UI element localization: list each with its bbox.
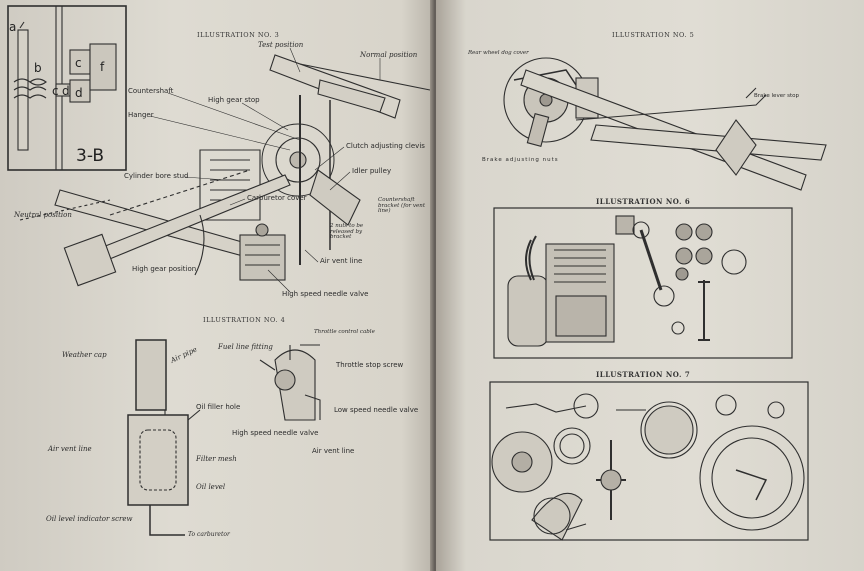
- label-filter-mesh: Filter mesh: [196, 455, 237, 463]
- label-carburetor-cover: Carburetor cover: [247, 194, 307, 202]
- label-brake-adjusting-nuts: Brake adjusting nuts: [482, 157, 559, 163]
- left-page: a b c c d d f 3-B ILLUSTRATION NO. 3 Tes…: [0, 0, 436, 571]
- label-brake-lever-stop: Brake lever stop: [754, 93, 799, 99]
- label-air-vent-line: Air vent line: [320, 257, 363, 265]
- inset-letter-d2: d: [75, 86, 83, 100]
- label-nuts-note: 2 nuts to be released by bracket: [330, 223, 364, 240]
- label-high-speed-needle-valve-4: High speed needle valve: [232, 429, 319, 437]
- label-throttle-stop-screw: Throttle stop screw: [336, 361, 404, 369]
- inset-3b-drawing: [7, 5, 127, 171]
- illustration-5-drawing: [503, 57, 827, 191]
- inset-letter-c2: c: [75, 56, 82, 70]
- illustration-5-title: ILLUSTRATION NO. 5: [612, 31, 695, 39]
- label-oil-level: Oil level: [196, 483, 226, 491]
- inset-id: 3-B: [76, 146, 105, 166]
- label-cylinder-bore-stud: Cylinder bore stud: [124, 172, 189, 180]
- label-high-speed-needle-valve-3: High speed needle valve: [282, 290, 369, 298]
- illustration-6-title: ILLUSTRATION NO. 6: [596, 197, 691, 206]
- inset-letter-f: f: [100, 60, 105, 74]
- illustration-4-drawing: [127, 339, 321, 536]
- label-air-vent-line-4a: Air vent line: [48, 445, 92, 453]
- label-normal-position: Normal position: [360, 51, 418, 59]
- label-rear-wheel-dog-cover: Rear wheel dog cover: [468, 50, 529, 56]
- label-clutch-adjusting-clevis: Clutch adjusting clevis: [346, 142, 425, 150]
- label-hanger: Hanger: [128, 111, 154, 119]
- label-oil-level-indicator-screw: Oil level indicator screw: [46, 515, 133, 523]
- label-to-carburetor: To carburetor: [188, 531, 230, 538]
- label-idler-pulley: Idler pulley: [352, 167, 392, 175]
- right-page-line-art: [489, 57, 827, 541]
- book-gutter: [430, 0, 440, 571]
- inset-letter-b: b: [34, 61, 42, 75]
- label-air-vent-line-4b: Air vent line: [312, 447, 355, 455]
- leader-lines-left: [149, 47, 381, 293]
- right-page: ILLUSTRATION NO. 5 Rear wheel dog cover …: [436, 0, 864, 571]
- inset-letter-d: d: [62, 84, 70, 98]
- inset-letter-a: a: [9, 20, 17, 34]
- illustration-6-drawing: [493, 207, 793, 359]
- illustration-3-title: ILLUSTRATION NO. 3: [197, 31, 280, 39]
- label-fuel-line-fitting: Fuel line fitting: [218, 343, 273, 351]
- label-neutral-position: Neutral position: [14, 211, 72, 219]
- label-weather-cap: Weather cap: [62, 351, 107, 359]
- illustration-3-drawing: [19, 54, 431, 287]
- label-throttle-control-cable: Throttle control cable: [314, 329, 375, 335]
- label-oil-filler-hole: Oil filler hole: [196, 403, 241, 411]
- label-high-gear-stop: High gear stop: [208, 96, 260, 104]
- illustration-7-title: ILLUSTRATION NO. 7: [596, 370, 691, 379]
- label-test-position: Test position: [258, 41, 304, 49]
- illustration-7-drawing: [489, 381, 809, 541]
- inset-letter-c: c: [52, 84, 59, 98]
- label-high-gear-position: High gear position: [132, 265, 197, 273]
- left-page-line-art: [7, 5, 431, 536]
- illustration-4-title: ILLUSTRATION NO. 4: [203, 316, 286, 324]
- label-countershaft-bracket: Countershaft bracket (for vent line): [378, 197, 426, 214]
- label-countershaft: Countershaft: [128, 87, 174, 95]
- label-low-speed-needle-valve: Low speed needle valve: [334, 406, 419, 414]
